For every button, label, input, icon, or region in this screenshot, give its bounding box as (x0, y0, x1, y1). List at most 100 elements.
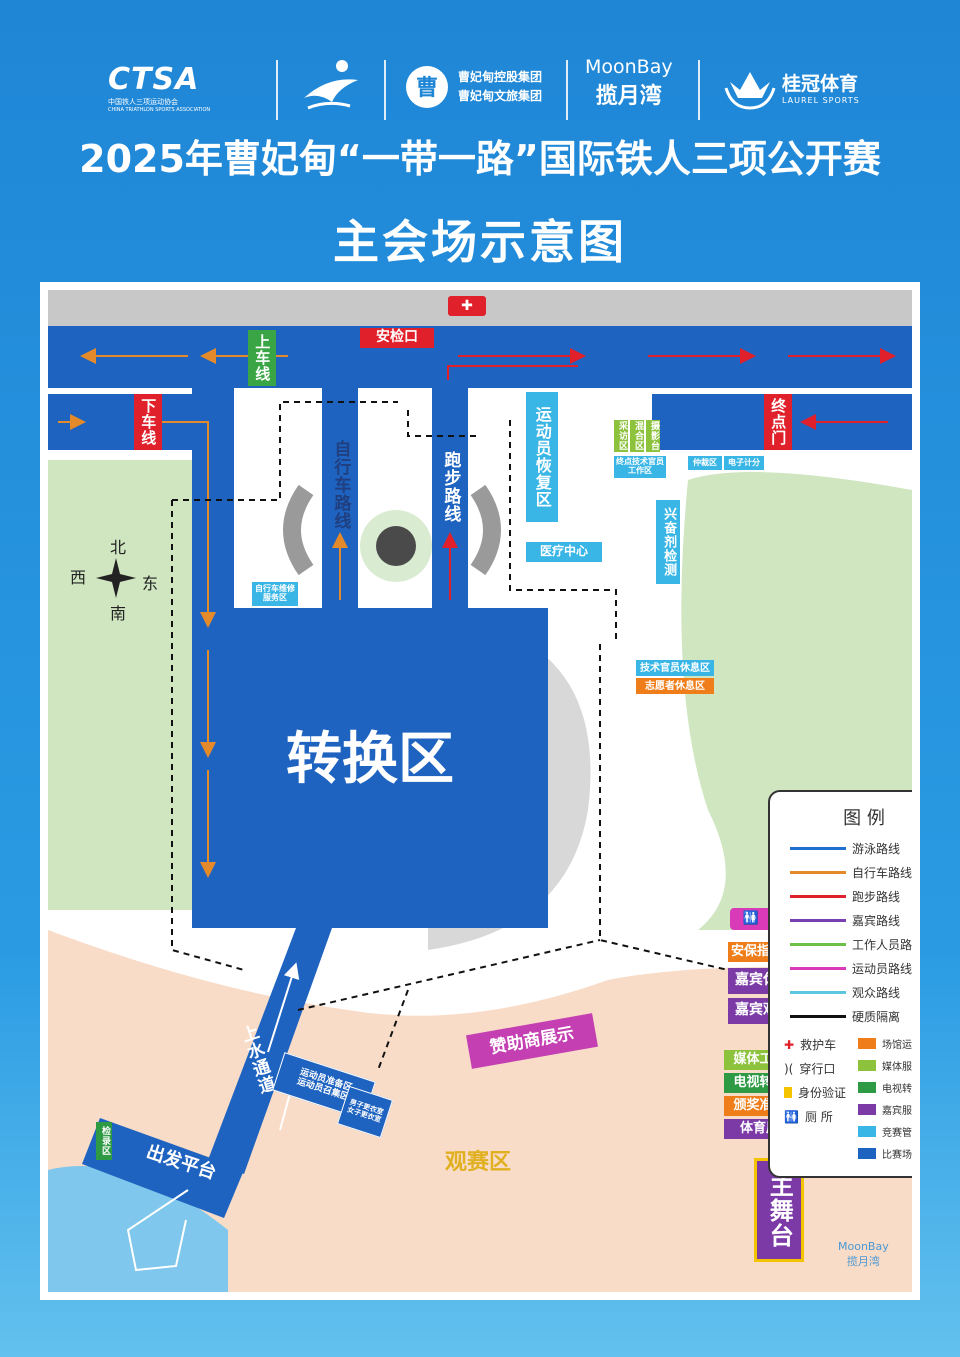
legend-line-label: 工作人员路线 (852, 938, 920, 952)
transition-area (192, 608, 548, 928)
svg-text:曹: 曹 (416, 75, 438, 101)
legend-swatch-label: 媒体服务区 (882, 1062, 912, 1073)
central-fountain (376, 526, 416, 566)
electronic-scoring: 电子计分 (724, 456, 764, 470)
compass-east: 东 (142, 574, 159, 593)
caofeidian-logo: 曹 曹妃甸控股集团 曹妃甸文旅集团 (402, 64, 542, 110)
watermark-cn: 揽月湾 (846, 1255, 880, 1268)
legend-line-item: 运动员路线 (790, 960, 912, 977)
legend-crossing: )(穿行口 (784, 1061, 836, 1077)
watermark-en: MoonBay (838, 1240, 889, 1253)
legend-swatch-label: 嘉宾服务区 (882, 1106, 912, 1117)
moonbay-watermark: MoonBay 揽月湾 (838, 1240, 889, 1269)
moonbay-logo-cn: 揽月湾 (595, 84, 662, 109)
legend-swatch-label: 比赛场地 (882, 1150, 920, 1161)
caofeidian-emblem-icon: 曹 (406, 66, 448, 108)
legend-ambulance: ✚救护车 (784, 1037, 837, 1053)
legend-line-item: 自行车路线 (790, 864, 912, 881)
legend-id-check: 身份验证 (784, 1084, 846, 1101)
ctsa-logo-cn: 中国铁人三项运动协会 (108, 98, 178, 106)
bike-repair-service: 自行车维修服务区 (252, 582, 298, 606)
logo-bar: CTSA 中国铁人三项运动协会 CHINA TRIATHLON SPORTS A… (0, 50, 960, 125)
medical-center: 医疗中心 (526, 542, 602, 562)
moonbay-logo-en: MoonBay (585, 56, 673, 78)
page-title: 2025年曹妃甸“一带一路”国际铁人三项公开赛 (79, 137, 881, 181)
logo-divider (276, 60, 278, 120)
compass-north: 北 (110, 538, 127, 557)
legend-swatch-item: 竞赛管理区 (858, 1124, 912, 1139)
legend-color-swatch (858, 1060, 876, 1071)
legend-line-swatch (790, 943, 846, 946)
legend-swatch-label: 电视转播区 (882, 1084, 912, 1095)
page-subtitle: 主会场示意图 (333, 215, 627, 269)
logo-divider (698, 60, 700, 120)
crossing-icon: )( (784, 1061, 794, 1076)
laurel-crown-icon (724, 72, 776, 110)
legend-line-item: 工作人员路线 (790, 936, 920, 953)
ctsa-logo-text: CTSA (108, 62, 200, 97)
legend-line-label: 游泳路线 (852, 842, 901, 856)
legend-title: 图 例 (843, 808, 885, 829)
legend-color-swatch (858, 1148, 876, 1159)
photo-stand: 摄影台 (646, 420, 660, 452)
legend-swatch-item: 比赛场地 (858, 1146, 920, 1161)
interview-zone: 采访区 (614, 420, 628, 452)
start-platform (82, 1118, 244, 1218)
transition-area-label: 转换区 (286, 727, 454, 793)
legend-line-swatch (790, 919, 846, 922)
logo-divider (566, 60, 568, 120)
ambulance-icon: ✚ (784, 1037, 795, 1052)
legend-line-swatch (790, 847, 846, 850)
legend-swatch-item: 媒体服务区 (858, 1058, 912, 1073)
legend-swatch-label: 竞赛管理区 (882, 1128, 912, 1139)
restroom-icon: 🚻 (730, 908, 772, 930)
legend-swatch-item: 嘉宾服务区 (858, 1102, 912, 1117)
security-checkpoint: 安检口 (360, 328, 434, 348)
legend-restroom: 🚻厕 所 (784, 1109, 833, 1125)
ctsa-logo: CTSA 中国铁人三项运动协会 CHINA TRIATHLON SPORTS A… (108, 62, 210, 113)
laurel-logo: 桂冠体育 LAUREL SPORTS (722, 62, 860, 112)
laurel-logo-en: LAUREL SPORTS (782, 96, 860, 105)
map-legend: 图 例 游泳路线自行车路线跑步路线嘉宾路线工作人员路线运动员路线观众路线硬质隔离… (768, 790, 920, 1178)
compass-icon (96, 558, 136, 598)
legend-color-swatch (858, 1038, 876, 1049)
tech-officials-lounge: 技术官员休息区 (636, 660, 714, 676)
legend-line-label: 运动员路线 (852, 962, 913, 976)
venue-map: 上车线 下车线 安检口 终点门 自行车路线 跑步路线 运动员恢复区 医疗中心 兴… (40, 282, 920, 1300)
mixed-zone: 混合区 (630, 420, 644, 452)
legend-swatch-item: 场馆运行区 (858, 1036, 912, 1051)
legend-line-label: 观众路线 (852, 986, 901, 1000)
athlete-recovery-zone: 运动员恢复区 (526, 392, 558, 522)
finish-gate: 终点门 (764, 394, 792, 450)
ambulance-icon: ✚ (448, 296, 486, 316)
legend-line-label: 跑步路线 (852, 890, 901, 904)
water-channel (208, 928, 332, 1174)
logo-divider (384, 60, 386, 120)
compass-west: 西 (70, 568, 87, 587)
legend-swatch-item: 电视转播区 (858, 1080, 912, 1095)
legend-line-item: 硬质隔离 (790, 1008, 900, 1025)
legend-line-item: 游泳路线 (790, 840, 900, 857)
legend-line-swatch (790, 967, 846, 970)
runner-logo-icon (298, 58, 364, 122)
caofeidian-name-2: 曹妃甸文旅集团 (458, 89, 543, 103)
legend-swatch-label: 场馆运行区 (882, 1040, 912, 1051)
green-area-west (48, 460, 198, 910)
arbitration-zone: 仲裁区 (688, 456, 722, 470)
compass-south: 南 (110, 604, 127, 623)
legend-line-swatch (790, 871, 846, 874)
legend-line-label: 自行车路线 (852, 866, 913, 880)
barrier-lines (171, 401, 729, 1071)
bike-route-label: 自行车路线 (330, 440, 351, 530)
dropoff-line: 下车线 (134, 394, 162, 450)
legend-line-label: 硬质隔离 (852, 1010, 901, 1024)
doping-control: 兴奋剂检测 (656, 500, 680, 584)
restroom-icon: 🚻 (784, 1109, 799, 1124)
legend-line-swatch (790, 1015, 846, 1018)
legend-line-item: 嘉宾路线 (790, 912, 900, 929)
laurel-logo-cn: 桂冠体育 (782, 73, 859, 95)
volunteer-lounge: 志愿者休息区 (636, 678, 714, 694)
legend-color-swatch (858, 1082, 876, 1093)
sea-area (48, 1166, 228, 1292)
legend-line-label: 嘉宾路线 (852, 914, 901, 928)
